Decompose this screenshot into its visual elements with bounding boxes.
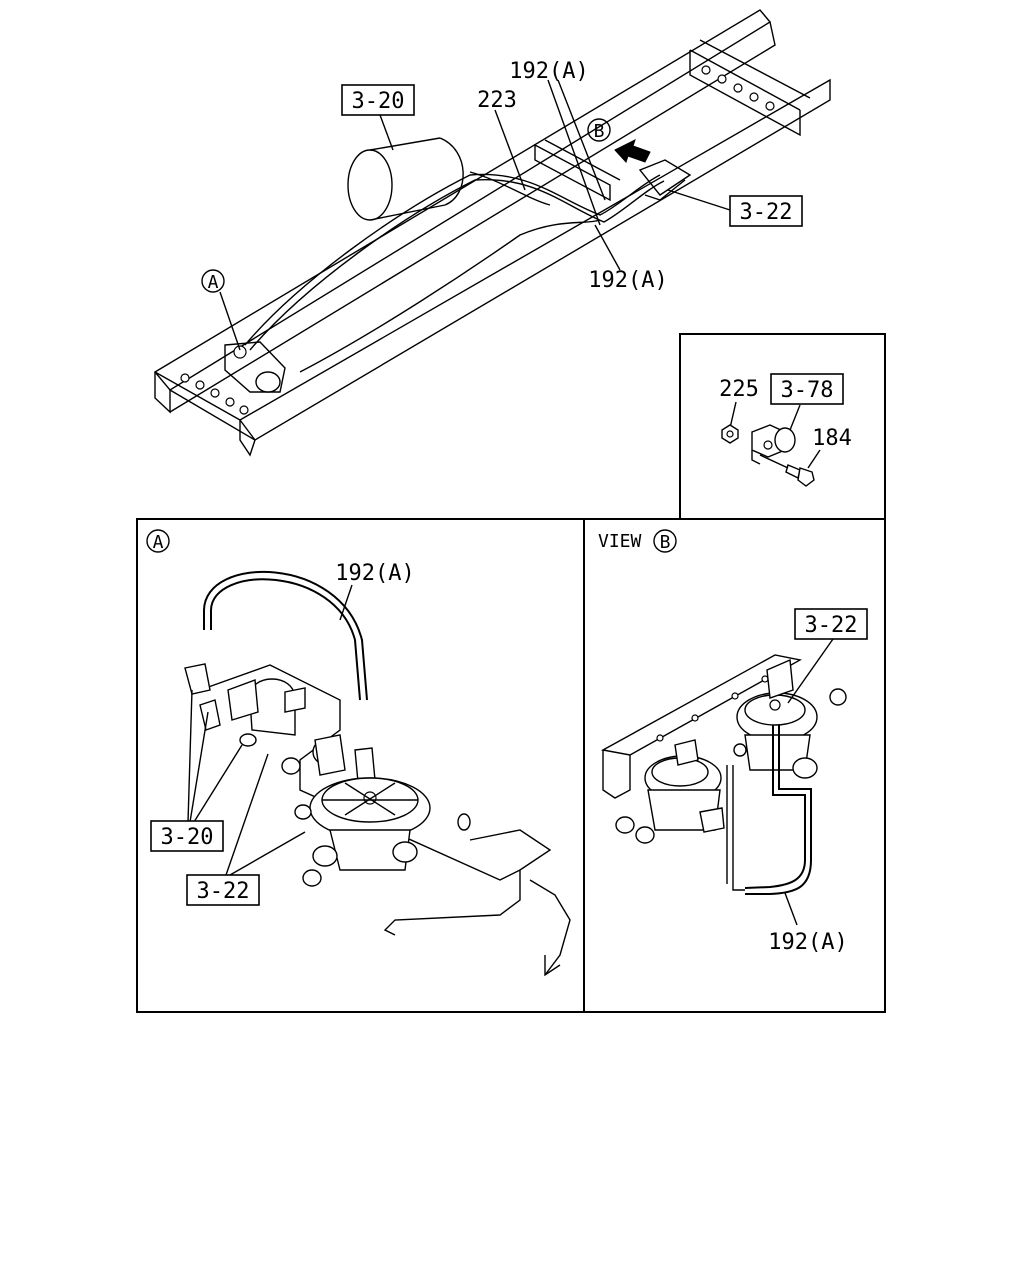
svg-text:B: B	[660, 532, 671, 553]
panel-b-frame	[583, 518, 886, 1013]
panel-a-callout-3-20: 3-20	[150, 820, 224, 852]
panel-b-valve-drawing	[600, 654, 847, 895]
detail-a-marker: A	[201, 269, 225, 293]
callout-3-20-top: 3-20	[341, 84, 415, 116]
callout-3-78: 3-78	[770, 373, 844, 405]
svg-text:3-22: 3-22	[197, 879, 250, 904]
panel-b-part-192a-label: 192(A)	[768, 930, 847, 955]
part-192a-mid-label: 192(A)	[588, 268, 667, 293]
panel-b-callout-3-22: 3-22	[794, 608, 868, 640]
panel-b-leaders	[784, 638, 834, 926]
panel-a-valve-drawing	[184, 571, 571, 977]
view-b-marker: B	[587, 118, 611, 142]
panel-b-view-label: VIEW	[598, 531, 642, 552]
panel-b-marker: B	[653, 529, 677, 553]
panel-a-part-192a-label: 192(A)	[335, 561, 414, 586]
top-leader-lines	[219, 79, 731, 351]
mount-bracket-drawing	[721, 401, 821, 487]
svg-text:A: A	[208, 272, 219, 293]
panel-a-leaders	[187, 689, 306, 876]
inset-mount-frame	[679, 333, 886, 520]
callout-3-22-top: 3-22	[729, 195, 803, 227]
panel-a-marker: A	[146, 529, 170, 553]
part-192a-top-label: 192(A)	[509, 59, 588, 84]
svg-text:3-78: 3-78	[781, 378, 834, 403]
part-223-label: 223	[477, 88, 517, 113]
svg-text:B: B	[594, 121, 605, 142]
svg-text:3-20: 3-20	[161, 825, 214, 850]
svg-text:3-20: 3-20	[352, 89, 405, 114]
part-225-label: 225	[719, 377, 759, 402]
svg-text:3-22: 3-22	[805, 613, 858, 638]
svg-text:A: A	[153, 532, 164, 553]
part-184-label: 184	[812, 426, 852, 451]
panel-a-callout-3-22: 3-22	[186, 874, 260, 906]
svg-text:3-22: 3-22	[740, 200, 793, 225]
chassis-frame-drawing	[153, 9, 831, 457]
